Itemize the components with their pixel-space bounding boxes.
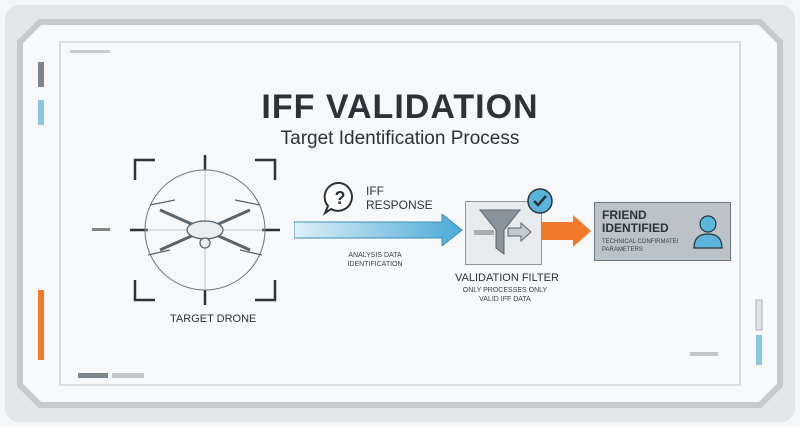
iff-data-arrow: [294, 214, 463, 246]
user-icon: [693, 215, 723, 249]
filter-label: VALIDATION FILTER: [455, 272, 559, 284]
friend-identified-panel: FRIEND IDENTIFIED TECHNICAL CONFIRMATEI …: [594, 202, 731, 261]
result-line-2: IDENTIFIED: [602, 221, 669, 235]
result-caption-1: TECHNICAL CONFIRMATEI: [602, 239, 679, 245]
drone-target-reticle: [130, 155, 280, 305]
question-bubble-icon: ?: [322, 181, 353, 216]
filter-caption-2: VALID IFF DATA: [479, 296, 531, 303]
drone-icon: [147, 199, 263, 256]
funnel-icon: [474, 209, 532, 255]
iff-label-1: IFF: [366, 184, 384, 198]
validation-filter-box: [465, 201, 542, 265]
check-icon: [527, 188, 553, 214]
filter-caption-1: ONLY PROCESSES ONLY: [462, 287, 548, 294]
svg-text:?: ?: [335, 188, 346, 208]
result-arrow: [541, 215, 591, 247]
page-subtitle: Target Identification Process: [280, 128, 520, 149]
result-line-1: FRIEND: [602, 208, 647, 222]
iff-caption-2: IDENTIFICATION: [347, 261, 403, 268]
iff-caption-1: ANALYSIS DATA: [348, 252, 402, 259]
iff-label-2: RESPONSE: [366, 198, 433, 212]
result-caption-2: PARAMETERS: [602, 247, 643, 253]
target-label: TARGET DRONE: [170, 313, 257, 325]
page-title: IFF VALIDATION: [261, 88, 539, 126]
